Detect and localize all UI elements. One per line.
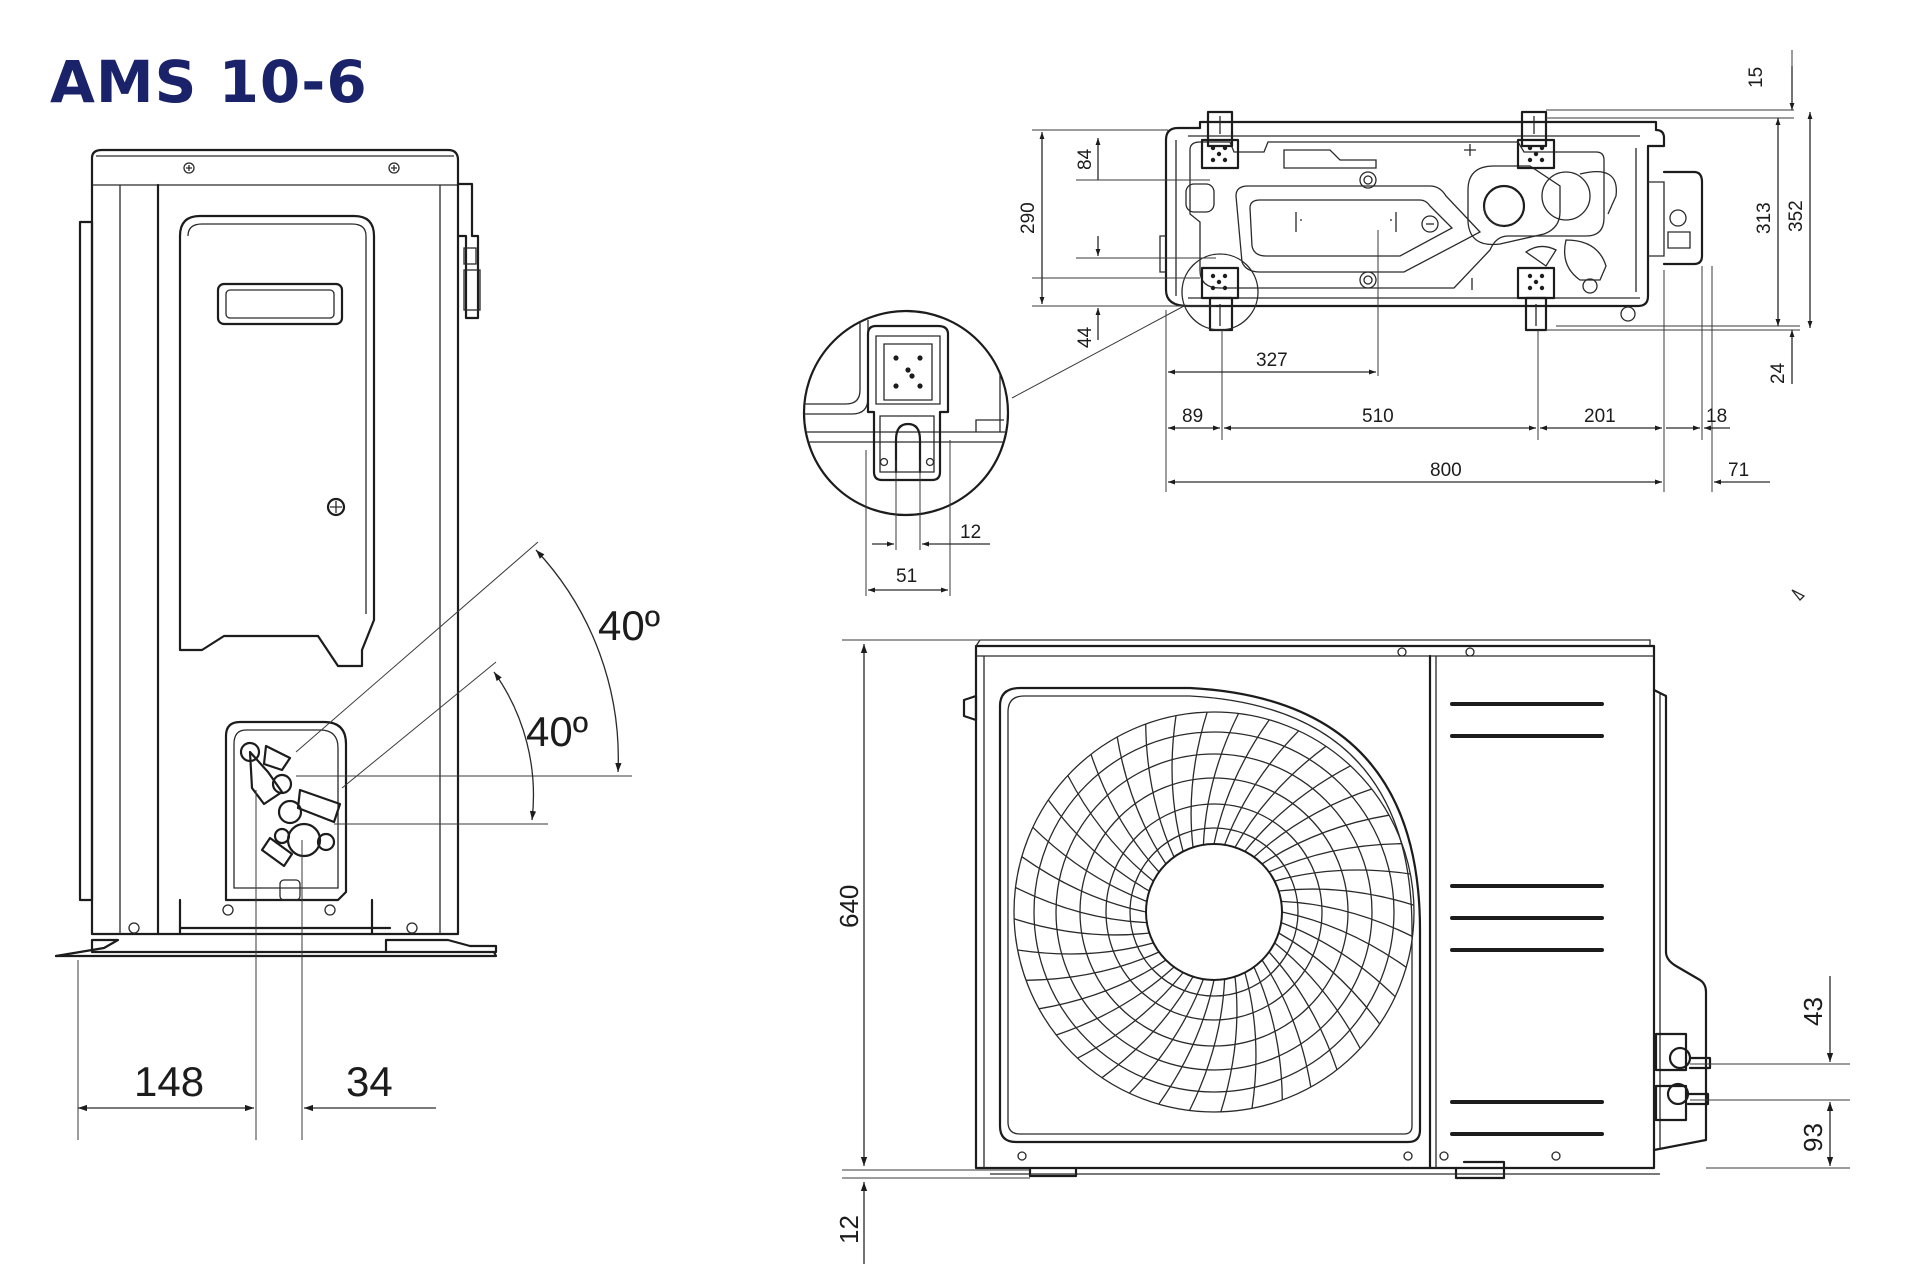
dim-15: 15 [1746, 67, 1767, 88]
fan-spoke [1032, 826, 1148, 903]
angle-upper-label: 40º [598, 602, 660, 649]
dim-43: 43 [1798, 997, 1828, 1026]
detail-view: 12 51 [802, 309, 1010, 596]
detail-dim-12: 12 [960, 522, 981, 543]
top-view: 15 84 290 313 352 44 24 327 89 510 201 1… [1011, 50, 1813, 492]
fan-spoke [1244, 972, 1257, 1109]
dim-352: 352 [1786, 200, 1807, 232]
fan-spoke [1101, 976, 1194, 1079]
fan-spoke [1190, 711, 1208, 848]
fan-spoke [1253, 788, 1372, 858]
fan-spoke [1213, 719, 1270, 845]
dim-18: 18 [1706, 406, 1727, 427]
detail-dim-51: 51 [896, 566, 917, 587]
fan-spoke [1090, 754, 1160, 873]
fan-spoke [1220, 976, 1238, 1113]
fan-spoke [1025, 951, 1160, 981]
fan-spoke [1234, 745, 1327, 848]
dim-800: 800 [1430, 460, 1462, 481]
fan-spoke [1261, 959, 1312, 1088]
fan-spoke [1067, 775, 1154, 882]
fan-spoke [1280, 921, 1396, 998]
dim-34: 34 [346, 1058, 393, 1105]
fan-spoke [1128, 978, 1205, 1094]
cursor-mark [1791, 589, 1806, 601]
fan-spoke [1047, 799, 1150, 892]
dim-510: 510 [1362, 406, 1394, 427]
dim-71: 71 [1728, 460, 1749, 481]
dim-148: 148 [134, 1058, 204, 1105]
fan-spoke [1158, 979, 1215, 1105]
dim-84: 84 [1075, 148, 1096, 170]
fan-spoke [1274, 869, 1411, 882]
dim-640: 640 [834, 885, 864, 928]
fan-spoke [1278, 888, 1415, 906]
dim-327: 327 [1256, 350, 1288, 371]
dim-12-front: 12 [834, 1215, 864, 1244]
dim-201: 201 [1584, 406, 1616, 427]
model-title: AMS 10-6 [50, 48, 368, 116]
dim-89: 89 [1182, 406, 1203, 427]
dim-313: 313 [1754, 202, 1775, 234]
fan-spoke [1261, 814, 1390, 865]
dim-290: 290 [1018, 202, 1039, 234]
fan-spoke [1244, 765, 1351, 852]
fan-spoke [1253, 966, 1283, 1101]
fan-spoke [1223, 730, 1300, 846]
fan-spoke [1056, 966, 1175, 1036]
fan-spoke [1015, 886, 1147, 924]
dim-44: 44 [1075, 326, 1096, 348]
fan-spoke [1268, 951, 1338, 1070]
fan-spoke [1021, 856, 1147, 913]
front-view: 640 12 43 93 [834, 639, 1850, 1264]
fan-spoke [1013, 918, 1150, 936]
fan-spoke [1188, 979, 1226, 1111]
fan-spokes [1013, 711, 1415, 1113]
fan-spoke [1274, 942, 1361, 1049]
fan-spoke [1268, 843, 1403, 873]
dim-24: 24 [1768, 362, 1789, 384]
dim-93: 93 [1798, 1123, 1828, 1152]
fan-spoke [1116, 736, 1167, 865]
fan-spoke [1017, 942, 1154, 955]
fan-spoke [1281, 900, 1413, 938]
fan-spoke [1077, 972, 1184, 1059]
fan-spoke [1145, 723, 1175, 858]
fan-spoke [1281, 911, 1407, 968]
angle-lower-label: 40º [526, 708, 588, 755]
side-view: 40º 40º 148 34 [54, 148, 660, 1140]
vent-slots [1450, 702, 1604, 1136]
fan-spoke [1202, 713, 1240, 845]
fan-spoke [1278, 932, 1381, 1025]
fan-spoke [1038, 959, 1167, 1010]
fan-spoke [1171, 715, 1184, 852]
